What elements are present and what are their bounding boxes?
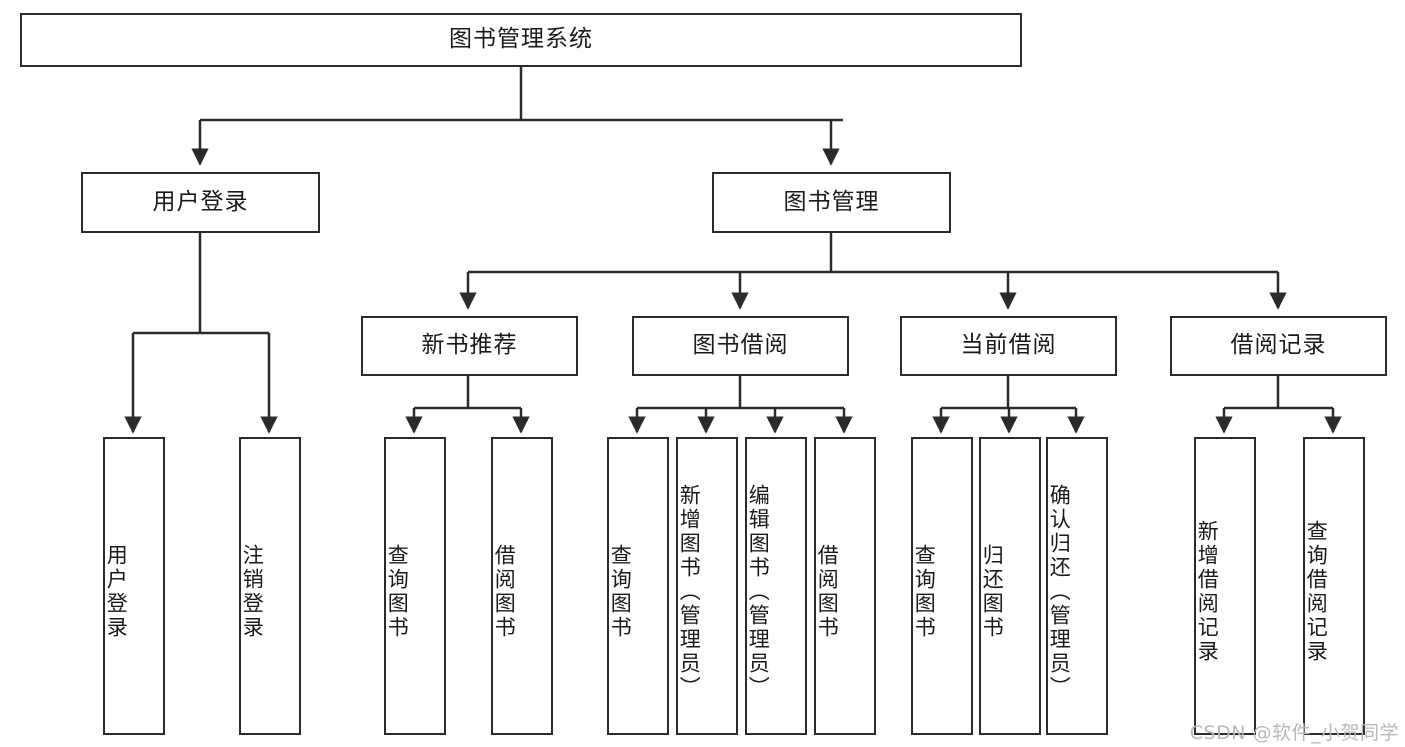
node-current-borrow[interactable]: 当前借阅	[900, 316, 1117, 376]
node-user-login-label: 用户登录	[152, 188, 249, 215]
node-borrow-record-label: 借阅记录	[1230, 332, 1327, 359]
leaf-query-book-3-label: 查询图书	[912, 544, 937, 640]
leaf-add-record[interactable]: 新增借阅记录	[1194, 437, 1256, 735]
leaf-return-book-label: 归还图书	[980, 544, 1005, 640]
node-book-manage[interactable]: 图书管理	[712, 172, 951, 233]
leaf-user-login[interactable]: 用户登录	[103, 437, 165, 735]
leaf-edit-book-label: 编辑图书（管理员）	[746, 484, 771, 700]
node-book-manage-label: 图书管理	[783, 188, 880, 215]
leaf-add-record-label: 新增借阅记录	[1195, 520, 1220, 664]
leaf-user-login-label: 用户登录	[104, 544, 129, 640]
leaf-add-book[interactable]: 新增图书（管理员）	[676, 437, 738, 735]
leaf-query-book-3[interactable]: 查询图书	[911, 437, 973, 735]
node-book-borrow[interactable]: 图书借阅	[632, 316, 849, 376]
leaf-query-book-1[interactable]: 查询图书	[384, 437, 446, 735]
leaf-borrow-book-2[interactable]: 借阅图书	[814, 437, 876, 735]
leaf-query-record-label: 查询借阅记录	[1304, 520, 1329, 664]
leaf-borrow-book-2-label: 借阅图书	[815, 544, 840, 640]
leaf-query-record[interactable]: 查询借阅记录	[1303, 437, 1365, 735]
leaf-add-book-label: 新增图书（管理员）	[677, 484, 702, 700]
leaf-confirm-return[interactable]: 确认归还（管理员）	[1046, 437, 1108, 735]
leaf-query-book-2-label: 查询图书	[608, 544, 633, 640]
leaf-return-book[interactable]: 归还图书	[979, 437, 1041, 735]
leaf-edit-book[interactable]: 编辑图书（管理员）	[745, 437, 807, 735]
leaf-query-book-1-label: 查询图书	[385, 544, 410, 640]
node-root[interactable]: 图书管理系统	[20, 13, 1022, 67]
node-book-borrow-label: 图书借阅	[692, 332, 789, 359]
leaf-query-book-2[interactable]: 查询图书	[607, 437, 669, 735]
node-borrow-record[interactable]: 借阅记录	[1170, 316, 1387, 376]
leaf-borrow-book-1[interactable]: 借阅图书	[491, 437, 553, 735]
node-root-label: 图书管理系统	[449, 26, 593, 53]
node-current-borrow-label: 当前借阅	[960, 332, 1057, 359]
node-new-book-recommend-label: 新书推荐	[421, 332, 518, 359]
leaf-confirm-return-label: 确认归还（管理员）	[1047, 484, 1072, 700]
leaf-logout-login-label: 注销登录	[240, 544, 265, 640]
watermark: CSDN @软件_小贺同学	[1189, 722, 1399, 744]
node-new-book-recommend[interactable]: 新书推荐	[361, 316, 578, 376]
node-user-login[interactable]: 用户登录	[81, 172, 320, 233]
leaf-borrow-book-1-label: 借阅图书	[492, 544, 517, 640]
leaf-logout-login[interactable]: 注销登录	[239, 437, 301, 735]
